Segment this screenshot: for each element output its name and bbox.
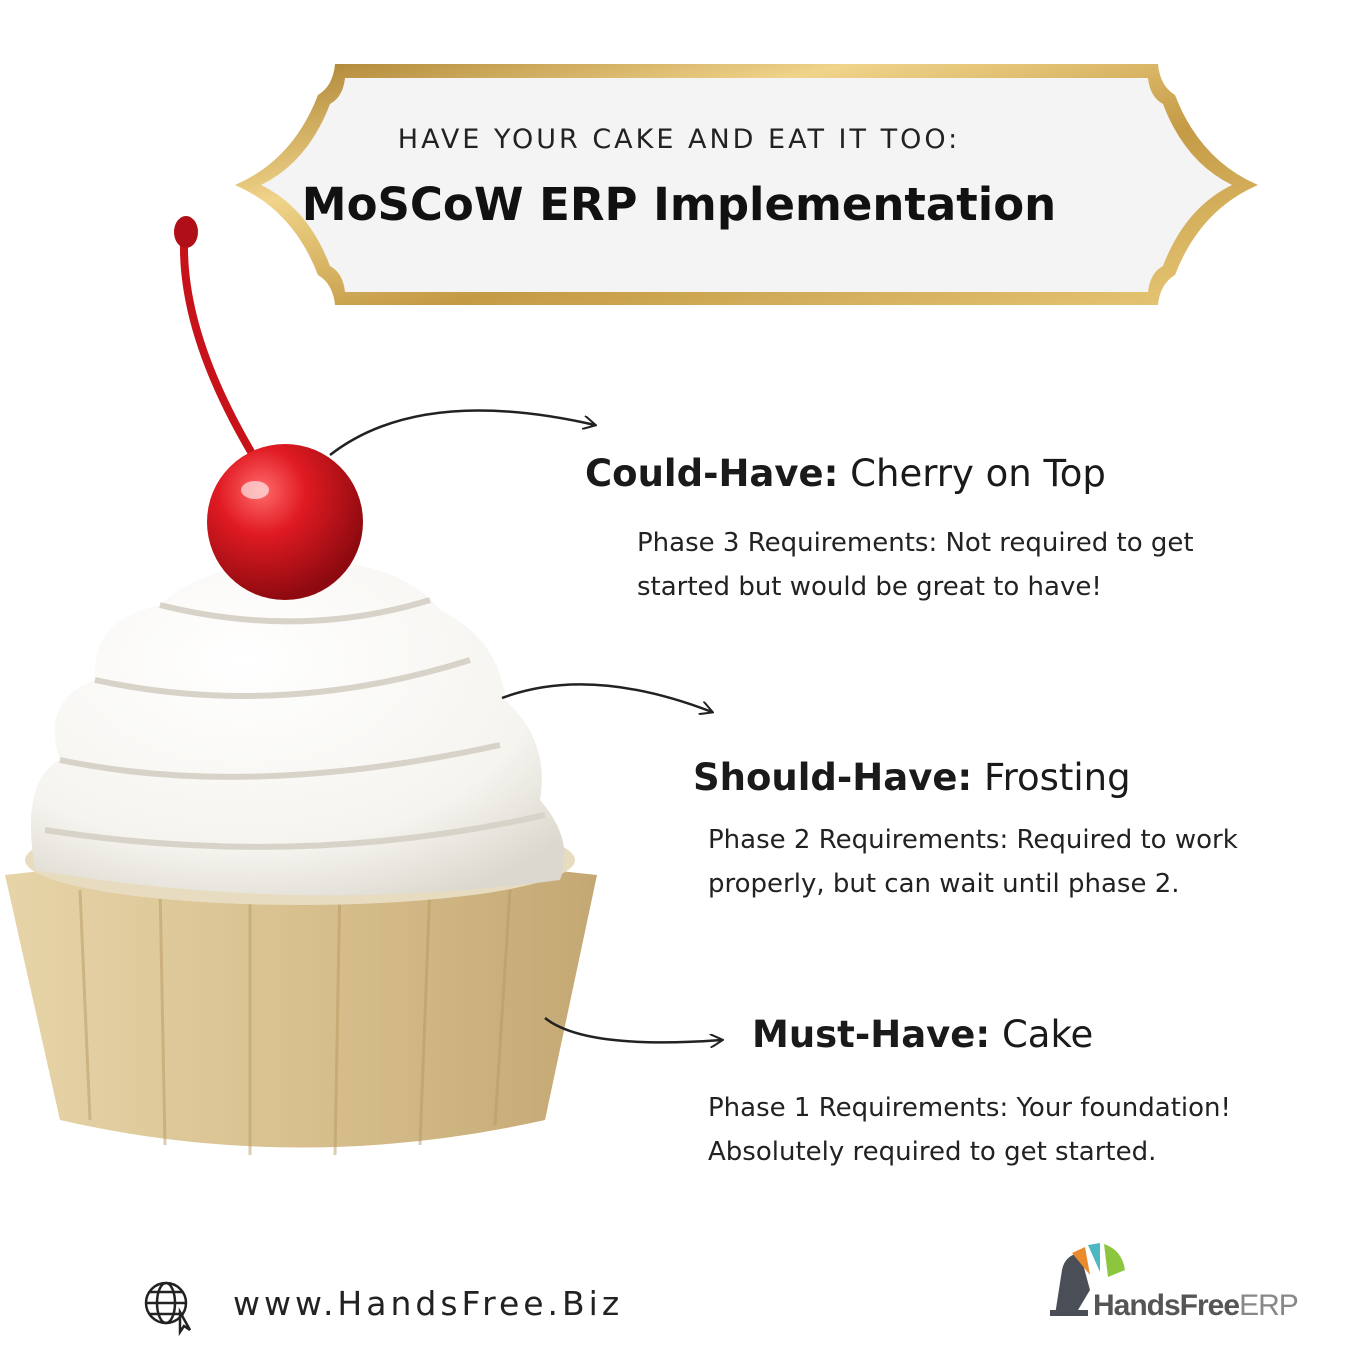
description-line: Phase 1 Requirements: Your foundation! <box>708 1093 1231 1123</box>
arrow-must-have <box>544 1017 722 1042</box>
description-line: started but would be great to have! <box>637 572 1102 602</box>
could-have-description: Phase 3 Requirements: Not required to ge… <box>637 521 1194 609</box>
website-link[interactable]: www.HandsFree.Biz <box>233 1284 624 1323</box>
banner-title: MoSCoW ERP Implementation <box>301 178 1057 231</box>
cupcake-illustration <box>5 560 597 1156</box>
could-have-label: Could-Have: <box>585 452 839 495</box>
arrow-should-have <box>501 683 712 712</box>
must-have-description: Phase 1 Requirements: Your foundation! Ab… <box>708 1086 1231 1174</box>
description-line: properly, but can wait until phase 2. <box>708 869 1180 899</box>
cherry-illustration <box>174 216 363 600</box>
arrow-could-have <box>329 409 595 456</box>
must-have-heading: Must-Have: Cake <box>752 1013 1093 1056</box>
description-line: Phase 3 Requirements: Not required to ge… <box>637 528 1194 558</box>
description-line: Phase 2 Requirements: Required to work <box>708 825 1238 855</box>
logo-light: ERP <box>1239 1289 1299 1322</box>
could-have-heading: Could-Have: Cherry on Top <box>585 452 1106 495</box>
banner-subtitle: HAVE YOUR CAKE AND EAT IT TOO: <box>397 124 961 155</box>
handsfree-logo-text: HandsFreeERP <box>1093 1289 1299 1323</box>
handsfree-logo-mark <box>1050 1243 1125 1316</box>
should-have-heading: Should-Have: Frosting <box>693 756 1131 799</box>
should-have-description: Phase 2 Requirements: Required to work pr… <box>708 818 1238 906</box>
should-have-label: Should-Have: <box>693 756 973 799</box>
must-have-value: Cake <box>1001 1013 1094 1056</box>
should-have-value: Frosting <box>983 756 1131 799</box>
description-line: Absolutely required to get started. <box>708 1137 1157 1167</box>
logo-bold: HandsFree <box>1093 1289 1240 1322</box>
could-have-value: Cherry on Top <box>850 452 1106 495</box>
globe-icon <box>144 1281 192 1337</box>
must-have-label: Must-Have: <box>752 1013 991 1056</box>
